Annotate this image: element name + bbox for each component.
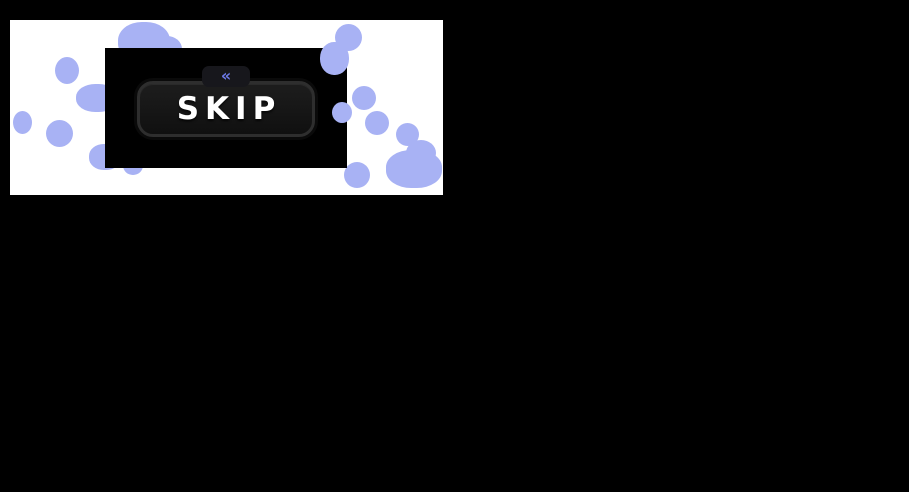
paint-blob bbox=[406, 140, 436, 166]
paint-blob bbox=[320, 42, 349, 75]
double-chevron-left-icon: « bbox=[220, 65, 232, 85]
paint-blob bbox=[332, 102, 352, 123]
collapse-tab[interactable]: « bbox=[202, 66, 250, 87]
paint-blob bbox=[13, 111, 32, 134]
paint-blob bbox=[396, 123, 419, 146]
paint-blob bbox=[365, 111, 389, 135]
skip-panel: « SKIP bbox=[105, 48, 347, 168]
paint-blob bbox=[55, 57, 79, 84]
ad-canvas: « SKIP bbox=[10, 20, 443, 195]
paint-blob bbox=[46, 120, 73, 147]
paint-blob bbox=[352, 86, 376, 110]
skip-button[interactable]: SKIP bbox=[137, 81, 315, 137]
paint-blob bbox=[344, 162, 370, 188]
